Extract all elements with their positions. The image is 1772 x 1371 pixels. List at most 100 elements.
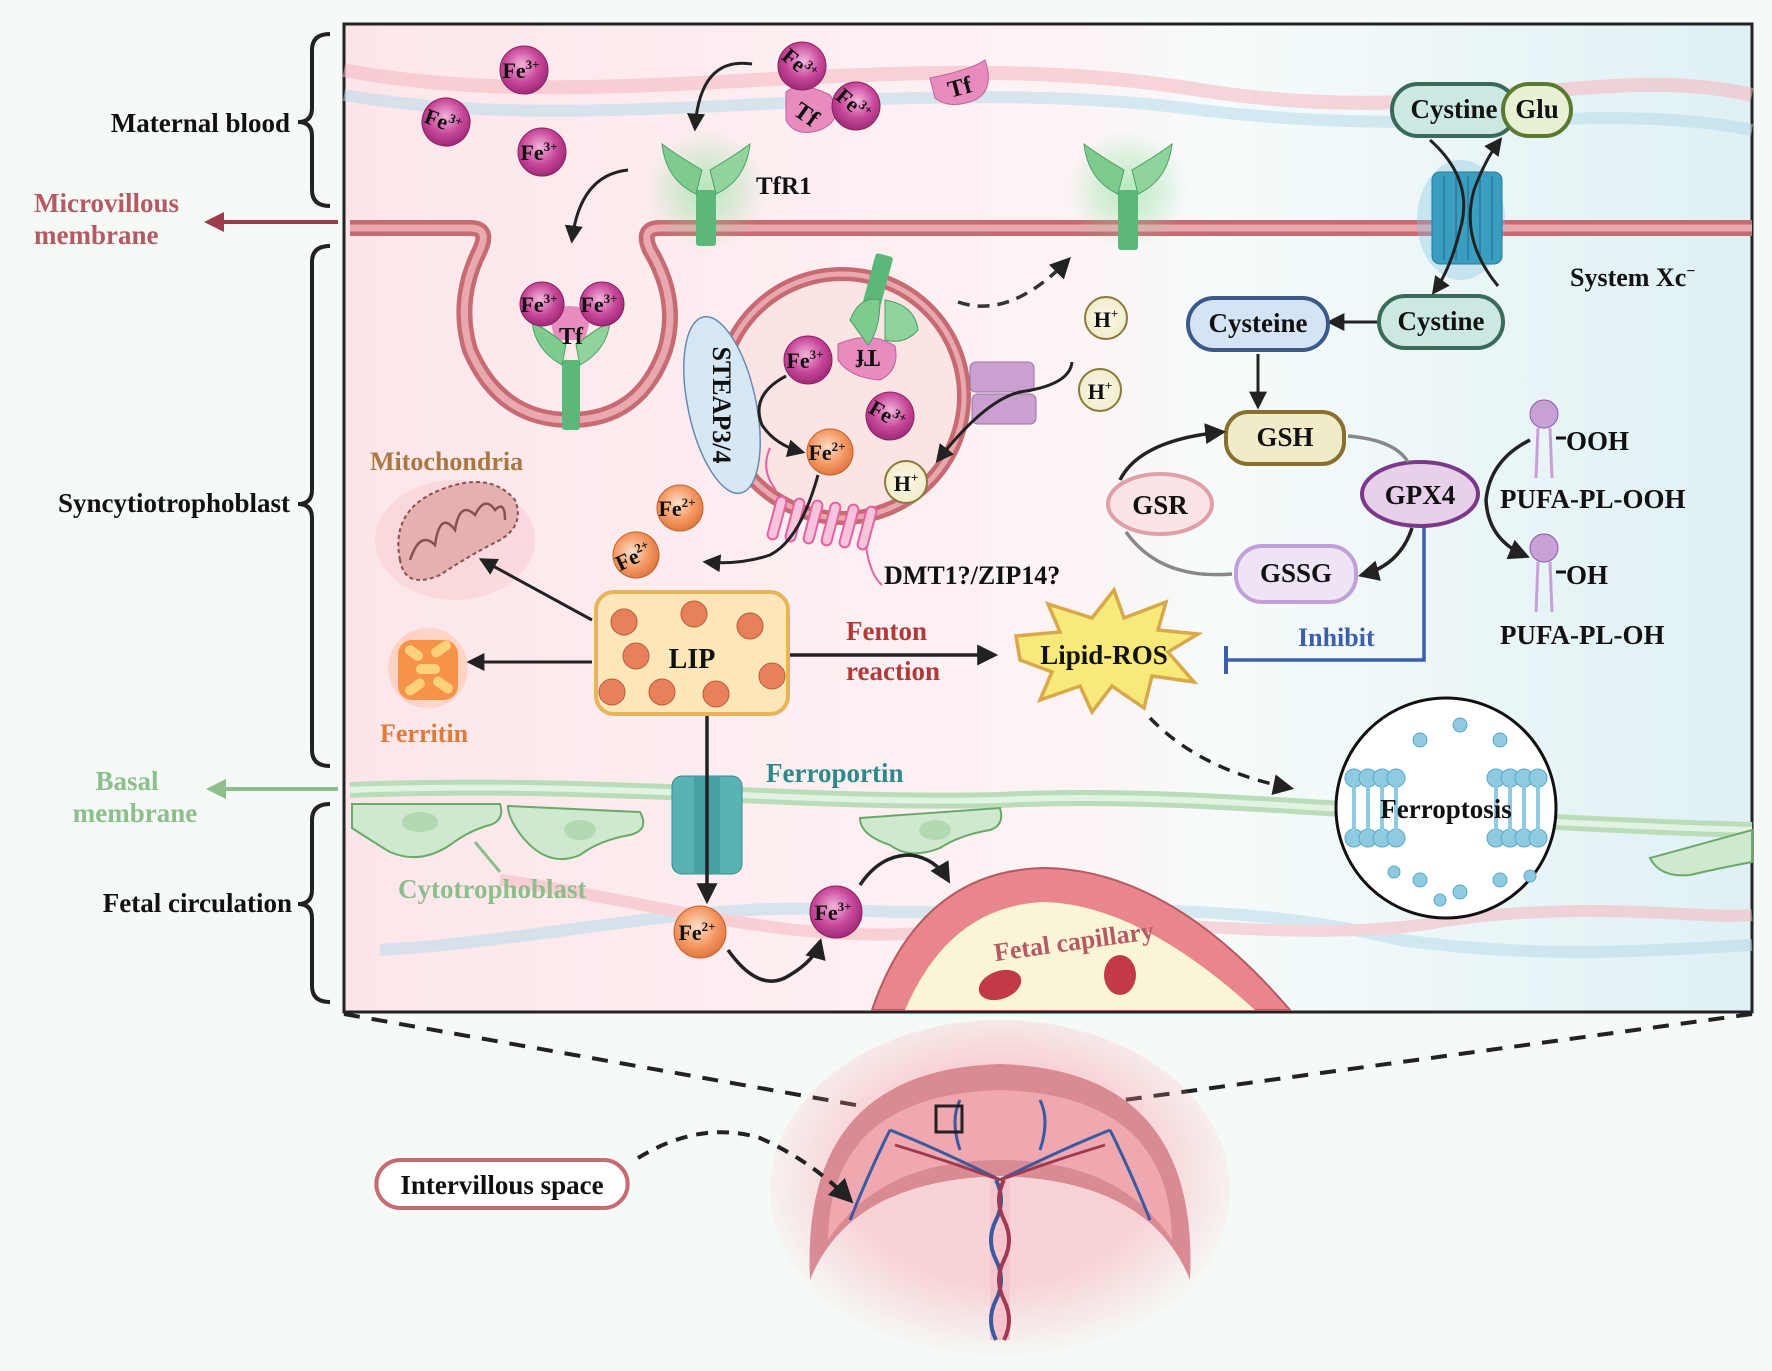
glu: Glu bbox=[1501, 82, 1573, 138]
cystine-extracellular: Cystine bbox=[1390, 82, 1518, 138]
arrow-gpx4-to-gssg bbox=[1357, 527, 1414, 581]
intervillous-space-callout: Intervillous space bbox=[374, 1158, 630, 1210]
svg-text:Fe3+: Fe3+ bbox=[520, 139, 557, 165]
svg-text:Glu: Glu bbox=[1515, 94, 1559, 124]
svg-text:GPX4: GPX4 bbox=[1385, 480, 1456, 510]
dmt1-zip14-transporter bbox=[765, 447, 883, 586]
svg-text:Fe3+: Fe3+ bbox=[786, 347, 823, 373]
fe3-ion: Fe3+ bbox=[783, 335, 833, 385]
ferroportin-label: Ferroportin bbox=[766, 758, 903, 788]
svg-text:H+: H+ bbox=[894, 470, 919, 496]
svg-text:Fe3+: Fe3+ bbox=[421, 102, 465, 139]
arrow-fe3-to-capillary bbox=[858, 853, 951, 886]
arrow-fe3-reduction bbox=[757, 374, 806, 458]
ferroptosis-circle: Ferroptosis bbox=[1334, 696, 1558, 920]
label-syncytiotrophoblast: Syncytiotrophoblast bbox=[58, 488, 290, 518]
placenta bbox=[770, 1020, 1230, 1360]
label-maternal-blood: Maternal blood bbox=[111, 108, 290, 138]
gssg: GSSG bbox=[1234, 544, 1358, 604]
svg-text:LIP: LIP bbox=[669, 644, 716, 675]
steap-enzyme: STEAP3/4 bbox=[683, 315, 761, 495]
mitochondria-label: Mitochondria bbox=[370, 447, 523, 476]
svg-text:Fe2+: Fe2+ bbox=[678, 919, 715, 945]
tf-tfr1-endocytic-complex: Tf Fe3+ Fe3+ bbox=[519, 281, 625, 430]
apo-tf: Tf bbox=[929, 59, 989, 105]
svg-text:GSR: GSR bbox=[1132, 490, 1188, 520]
arrow-recycling-dashed bbox=[957, 256, 1071, 308]
svg-text:Cystine: Cystine bbox=[1411, 94, 1498, 124]
svg-text:Fe2+: Fe2+ bbox=[658, 495, 695, 521]
h-ion: H+ bbox=[1078, 368, 1122, 412]
system-xc-label: System Xc− bbox=[1570, 263, 1695, 292]
arrow-lip-to-mitochondria bbox=[478, 558, 593, 622]
svg-text:H+: H+ bbox=[1094, 306, 1119, 332]
ferritin bbox=[388, 628, 468, 708]
mitochondria bbox=[375, 480, 535, 600]
cystine-intracellular: Cystine bbox=[1377, 294, 1505, 350]
tfr1-label: TfR1 bbox=[756, 173, 812, 200]
svg-text:Cysteine: Cysteine bbox=[1209, 308, 1308, 338]
arrow-cystine-import bbox=[1429, 138, 1466, 295]
ferritin-label: Ferritin bbox=[380, 719, 469, 748]
fetal-capillary: Fetal capillary bbox=[870, 866, 1293, 1011]
svg-text:Fe3+: Fe3+ bbox=[502, 57, 539, 83]
svg-text:H+: H+ bbox=[1088, 378, 1113, 404]
fe3-ion: Fe3+ bbox=[499, 45, 549, 95]
arrow-lipid-ros-to-ferroptosis bbox=[1148, 716, 1295, 795]
label-fetal-circulation: Fetal circulation bbox=[103, 888, 292, 918]
svg-text:OOH: OOH bbox=[1566, 426, 1629, 456]
fe3-ion: Fe3+ bbox=[809, 885, 863, 939]
dmt1-zip14-label: DMT1?/ZIP14? bbox=[884, 561, 1060, 590]
fe3-ion: Fe3+ bbox=[421, 97, 471, 147]
fe3-ion: Fe3+ bbox=[517, 127, 567, 177]
lipid-ros-burst: Lipid-ROS bbox=[1013, 586, 1204, 716]
svg-text:Lipid-ROS: Lipid-ROS bbox=[1040, 640, 1168, 670]
arrow-gsh-to-gpx4 bbox=[1347, 434, 1410, 463]
svg-text:Fe3+: Fe3+ bbox=[580, 291, 617, 317]
tfr1-receptor bbox=[646, 130, 766, 250]
arrow-intervillous bbox=[636, 1130, 854, 1204]
cysteine: Cysteine bbox=[1186, 296, 1330, 352]
svg-text:Intervillous space: Intervillous space bbox=[400, 1170, 603, 1200]
svg-text:GSSG: GSSG bbox=[1260, 558, 1332, 588]
label-basal-membrane-1: Basal bbox=[95, 766, 159, 796]
h-ion: H+ bbox=[1084, 296, 1128, 340]
pufa-pl-oh-label: PUFA-PL-OH bbox=[1500, 620, 1664, 650]
inhibit-label: Inhibit bbox=[1298, 623, 1375, 652]
fe2-ion: Fe2+ bbox=[656, 484, 704, 532]
fe2-ion: Fe2+ bbox=[673, 905, 727, 959]
fe2-ion: Fe2+ bbox=[806, 428, 854, 476]
svg-text:Fe3+: Fe3+ bbox=[814, 899, 851, 925]
label-basal-membrane-2: membrane bbox=[73, 798, 197, 828]
maternal-vessels bbox=[342, 63, 1754, 136]
fenton-label-2: reaction bbox=[846, 656, 940, 686]
arrow-fe2-export bbox=[702, 474, 820, 573]
pufa-pl-ooh: OOH bbox=[1529, 399, 1629, 479]
labile-iron-pool: LIP bbox=[594, 590, 790, 716]
proton-pump bbox=[969, 361, 1037, 425]
arrow-fe2-oxidation bbox=[726, 937, 826, 983]
fenton-label-1: Fenton bbox=[846, 616, 927, 646]
arrow-endocytosis bbox=[564, 168, 629, 244]
inhibit-line bbox=[1226, 516, 1426, 662]
tf-tfr1-recycling: Tf bbox=[837, 253, 919, 381]
gpx4: GPX4 bbox=[1360, 460, 1480, 528]
tf-complex: Tf Fe3+ Fe3+ bbox=[777, 41, 881, 133]
pufa-pl-oh: OH bbox=[1529, 533, 1608, 613]
svg-text:Tf: Tf bbox=[855, 344, 880, 370]
cytotrophoblast-label: Cytotrophoblast bbox=[398, 874, 587, 904]
svg-text:Fe3+: Fe3+ bbox=[520, 291, 557, 317]
pufa-pl-ooh-label: PUFA-PL-OOH bbox=[1500, 484, 1685, 514]
gsh: GSH bbox=[1224, 410, 1346, 466]
tfr1-receptor bbox=[1068, 130, 1188, 250]
label-microvillous-membrane-1: Microvillous bbox=[34, 188, 179, 218]
label-microvillous-membrane-2: membrane bbox=[34, 220, 158, 250]
arrow-pufa-reduction bbox=[1484, 438, 1531, 560]
arrow-gssg-to-gsr bbox=[1124, 530, 1233, 577]
cytotrophoblast-cells bbox=[351, 803, 1753, 877]
arrow-gsr-to-gsh bbox=[1118, 423, 1227, 481]
svg-text:OH: OH bbox=[1566, 560, 1608, 590]
svg-text:Fe2+: Fe2+ bbox=[808, 439, 845, 465]
svg-text:GSH: GSH bbox=[1256, 422, 1313, 452]
